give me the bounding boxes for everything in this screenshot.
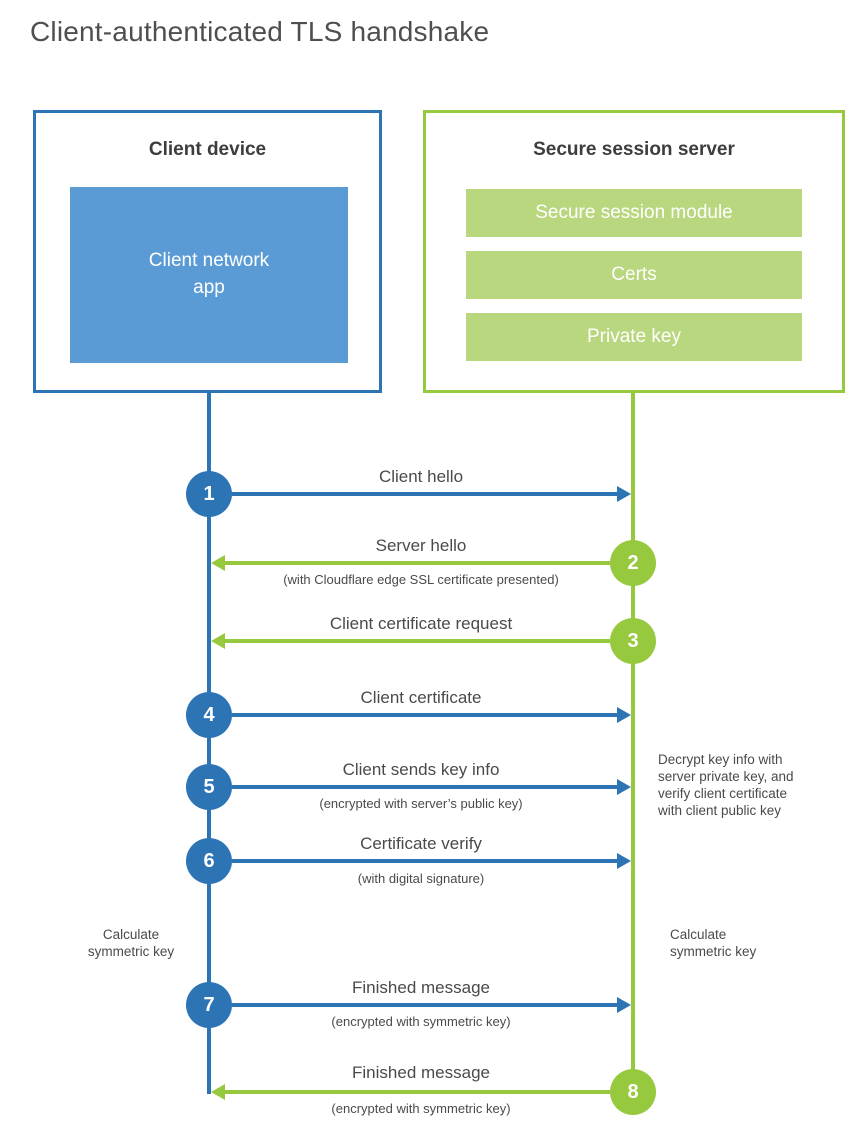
- server-calculate-note: Calculate symmetric key: [670, 927, 757, 959]
- step-5-sublabel: (encrypted with server’s public key): [319, 796, 523, 811]
- step-4-badge: 4: [186, 692, 232, 738]
- arrow-left-icon: [211, 1084, 225, 1100]
- step-5-number: 5: [203, 775, 215, 798]
- arrow-left-icon: [211, 555, 225, 571]
- arrow-right-icon: [617, 779, 631, 795]
- secure-session-server-title: Secure session server: [533, 139, 735, 160]
- step-7-arrow: [232, 1003, 617, 1007]
- step-1-label: Client hello: [378, 467, 464, 486]
- server-module-certs: Certs: [466, 251, 802, 299]
- step-4-number: 4: [203, 703, 215, 726]
- step-7-number: 7: [203, 993, 215, 1016]
- step-6-label: Certificate verify: [360, 834, 482, 853]
- step-8-arrow: [225, 1090, 610, 1094]
- step-2-number: 2: [627, 551, 639, 574]
- step-7-badge: 7: [186, 982, 232, 1028]
- client-device-box: Client device Client network app: [33, 110, 382, 393]
- step-2-label: Server hello: [375, 536, 467, 555]
- arrow-left-icon: [211, 633, 225, 649]
- arrow-right-icon: [617, 486, 631, 502]
- step-8-badge: 8: [610, 1069, 656, 1115]
- server-module-secure-session-module: Secure session module: [466, 189, 802, 237]
- step-6-sublabel: (with digital signature): [357, 871, 485, 886]
- step-2-arrow: [225, 561, 610, 565]
- server-decrypt-note: Decrypt key info with server private key…: [658, 752, 794, 818]
- arrow-right-icon: [617, 707, 631, 723]
- step-1-arrow: [232, 492, 617, 496]
- step-4-arrow: [232, 713, 617, 717]
- step-2-badge: 2: [610, 540, 656, 586]
- server-module-private-key: Private key: [466, 313, 802, 361]
- step-4-label: Client certificate: [360, 688, 482, 707]
- page-title: Client-authenticated TLS handshake: [30, 16, 490, 47]
- step-7-sublabel: (encrypted with symmetric key): [331, 1014, 511, 1029]
- step-5-badge: 5: [186, 764, 232, 810]
- step-3-arrow: [225, 639, 610, 643]
- step-3-number: 3: [627, 629, 639, 652]
- client-calculate-note: Calculate symmetric key: [87, 927, 175, 959]
- step-6-badge: 6: [186, 838, 232, 884]
- step-1-badge: 1: [186, 471, 232, 517]
- step-8-sublabel: (encrypted with symmetric key): [331, 1101, 511, 1116]
- client-lifeline: [207, 393, 211, 1094]
- step-5-label: Client sends key info: [342, 760, 500, 779]
- step-3-label: Client certificate request: [329, 614, 513, 633]
- arrow-right-icon: [617, 997, 631, 1013]
- step-6-number: 6: [203, 849, 215, 872]
- arrow-right-icon: [617, 853, 631, 869]
- step-5-arrow: [232, 785, 617, 789]
- client-device-title: Client device: [148, 139, 267, 160]
- step-1-number: 1: [203, 482, 215, 505]
- secure-session-server-box: Secure session server Secure session mod…: [423, 110, 845, 393]
- step-2-sublabel: (with Cloudflare edge SSL certificate pr…: [283, 572, 559, 587]
- step-6-arrow: [232, 859, 617, 863]
- client-network-app-box: Client network app: [70, 187, 348, 363]
- step-8-number: 8: [627, 1080, 639, 1103]
- server-lifeline: [631, 393, 635, 1092]
- step-8-label: Finished message: [352, 1063, 490, 1082]
- step-3-badge: 3: [610, 618, 656, 664]
- step-7-label: Finished message: [352, 978, 490, 997]
